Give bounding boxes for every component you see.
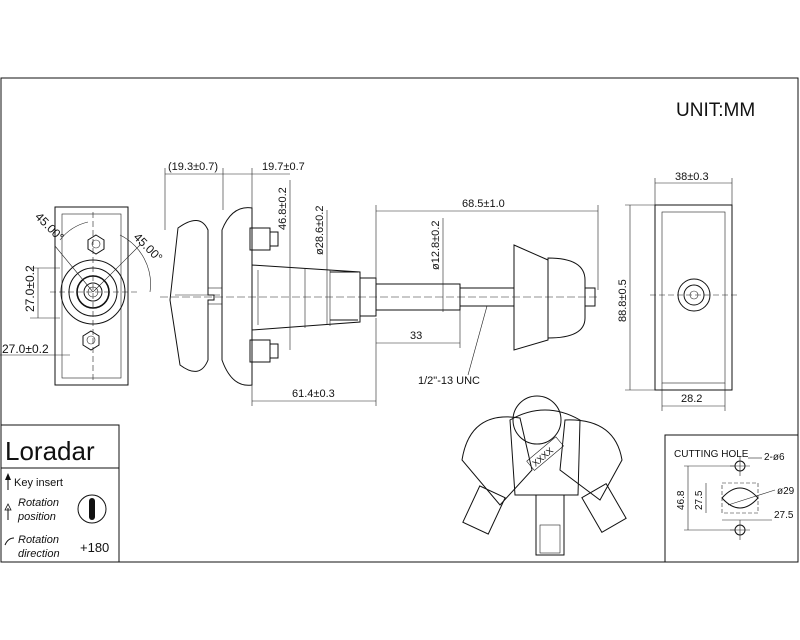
cutting-hole-inner-label: 27.5 <box>694 490 705 510</box>
height-88-8-label: 88.8±0.5 <box>617 279 629 322</box>
rotation-angle-label: +180 <box>80 540 109 555</box>
cutting-hole-height-label: 46.8 <box>676 490 687 510</box>
cutting-hole-holes-label: 2-ø6 <box>764 452 785 463</box>
front-plate-outer <box>54 206 129 386</box>
front-plate-inner <box>61 213 122 379</box>
rotation-position-dial-icon <box>77 494 107 524</box>
height-27-label: 27.0±0.2 <box>23 265 37 312</box>
key-ring <box>512 395 562 445</box>
left-flange-label: (19.3±0.7) <box>168 161 218 173</box>
lower-nut <box>249 339 271 363</box>
rear-plate-inner <box>661 211 726 384</box>
width-38-label: 38±0.3 <box>675 171 709 183</box>
key-code-label: XXXX <box>530 445 555 468</box>
bottom-screw-icon <box>82 330 100 351</box>
drawing-frame <box>0 77 799 563</box>
right-flange-label: 19.7±0.7 <box>262 161 305 173</box>
cutting-hole-title: CUTTING HOLE <box>674 449 749 460</box>
rear-view: 38±0.3 88.8±0.5 28.2 <box>617 171 740 411</box>
dia-12-8-label: ø12.8±0.2 <box>430 221 442 270</box>
thread-label: 1/2"-13 UNC <box>418 375 480 387</box>
bezel <box>221 207 253 386</box>
rotation-direction-arrow-icon <box>4 537 15 546</box>
width-28-2-label: 28.2 <box>681 393 702 405</box>
dia-28-6-label: ø28.6±0.2 <box>314 206 326 255</box>
front-view: 45.00° 45.00° 27.0±0.2 27.0±0.2 <box>0 206 166 386</box>
rotation-direction-label-1: Rotation <box>18 534 59 546</box>
rotation-position-label-1: Rotation <box>18 497 59 509</box>
key-insert-label: Key insert <box>14 477 63 489</box>
upper-nut <box>249 227 271 251</box>
rotation-position-label-2: position <box>17 511 56 523</box>
cutting-hole-box: CUTTING HOLE 2-ø6 ø29 46.8 27.5 27.5 <box>664 434 799 563</box>
rear-plate-outer <box>654 204 733 391</box>
rotation-direction-label-2: direction <box>18 548 60 560</box>
cutting-hole-width-label: 27.5 <box>774 510 794 521</box>
center-cutout-icon <box>721 487 759 509</box>
length-33-label: 33 <box>410 330 422 342</box>
top-screw-icon <box>87 234 105 255</box>
side-view: (19.3±0.7) 19.7±0.7 46.8±0.2 <box>160 161 600 406</box>
unit-label: UNIT:MM <box>676 100 755 121</box>
t-handle <box>169 220 215 372</box>
brand-logo: Loradar <box>5 436 95 466</box>
lock-body <box>251 264 361 331</box>
length-68-5-label: 68.5±1.0 <box>462 198 505 210</box>
key-center <box>509 409 581 496</box>
width-27-label: 27.0±0.2 <box>2 342 49 356</box>
keys-illustration: XXXX <box>461 395 627 556</box>
cutting-hole-dia-label: ø29 <box>777 486 795 497</box>
cam <box>513 244 549 351</box>
legend-box: Loradar Key insert Rotation position Rot… <box>0 424 120 563</box>
height-46-8-label: 46.8±0.2 <box>277 187 289 230</box>
length-61-4-label: 61.4±0.3 <box>292 388 335 400</box>
key-left <box>461 416 533 506</box>
angle-right-label: 45.00° <box>131 230 166 265</box>
key-right <box>559 419 623 501</box>
